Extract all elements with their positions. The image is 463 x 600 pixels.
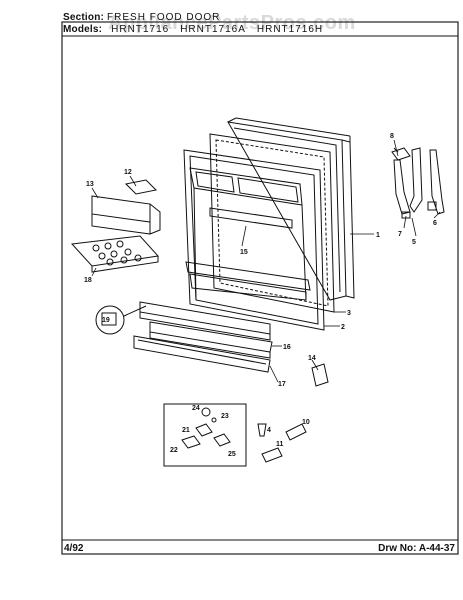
screw bbox=[257, 423, 267, 437]
drawing-label: Drw No: bbox=[378, 543, 417, 554]
callout-18: 18 bbox=[84, 277, 92, 284]
callout-21: 21 bbox=[182, 427, 190, 434]
model-3: HRNT1716H bbox=[256, 24, 324, 35]
callout-23: 23 bbox=[221, 413, 229, 420]
detail-circle bbox=[95, 305, 125, 335]
callout-6: 6 bbox=[433, 220, 437, 227]
model-2: HRNT1716A bbox=[180, 24, 246, 35]
callout-13: 13 bbox=[86, 181, 94, 188]
callout-24: 24 bbox=[192, 405, 200, 412]
callout-17: 17 bbox=[278, 381, 286, 388]
leader-lines bbox=[91, 139, 441, 383]
callout-1: 1 bbox=[376, 232, 380, 239]
callout-16: 16 bbox=[283, 344, 291, 351]
egg-tray bbox=[70, 235, 159, 273]
models-header: Models: HRNT1716 HRNT1716A HRNT1716H bbox=[63, 24, 323, 35]
section-value: FRESH FOOD DOOR bbox=[107, 12, 221, 23]
door-outer-panel bbox=[227, 117, 355, 301]
models-label: Models: bbox=[63, 24, 103, 35]
hardware-inset bbox=[163, 403, 247, 467]
closer-cam bbox=[261, 447, 283, 463]
section-header: Section: FRESH FOOD DOOR bbox=[63, 12, 220, 23]
door-rail-upper bbox=[139, 301, 271, 341]
callout-10: 10 bbox=[302, 419, 310, 426]
drawing-number: A-44-37 bbox=[418, 543, 455, 554]
door-rail-middle bbox=[149, 321, 273, 359]
handle-bracket bbox=[311, 363, 329, 387]
callout-12: 12 bbox=[124, 169, 132, 176]
hinge-assembly bbox=[391, 147, 445, 219]
door-inner-liner bbox=[183, 149, 325, 331]
callout-2: 2 bbox=[341, 324, 345, 331]
model-1: HRNT1716 bbox=[111, 24, 170, 35]
door-rail-lower bbox=[133, 335, 271, 373]
callout-15: 15 bbox=[240, 249, 248, 256]
callout-labels: 1 2 3 4 5 6 7 8 10 11 12 13 14 15 16 17 … bbox=[84, 133, 437, 458]
callout-4: 4 bbox=[267, 427, 271, 434]
section-label: Section: bbox=[63, 12, 105, 23]
watermark: AppliancePartsPros.com bbox=[108, 12, 356, 34]
callout-25: 25 bbox=[228, 451, 236, 458]
door-closer bbox=[285, 423, 307, 441]
drawing-frame bbox=[61, 21, 459, 555]
callout-8: 8 bbox=[390, 133, 394, 140]
butter-door bbox=[124, 179, 158, 195]
callout-5: 5 bbox=[412, 239, 416, 246]
callout-22: 22 bbox=[170, 447, 178, 454]
detail-leader bbox=[123, 305, 147, 317]
callout-7: 7 bbox=[398, 231, 402, 238]
detail-circle-clip bbox=[101, 312, 117, 326]
callout-19: 19 bbox=[102, 317, 110, 324]
butter-compartment bbox=[91, 195, 161, 235]
callout-3: 3 bbox=[347, 310, 351, 317]
footer-date: 4/92 bbox=[64, 543, 84, 554]
callout-11: 11 bbox=[276, 441, 284, 448]
footer-drawing-number: Drw No: A-44-37 bbox=[378, 543, 455, 554]
callout-14: 14 bbox=[308, 355, 316, 362]
